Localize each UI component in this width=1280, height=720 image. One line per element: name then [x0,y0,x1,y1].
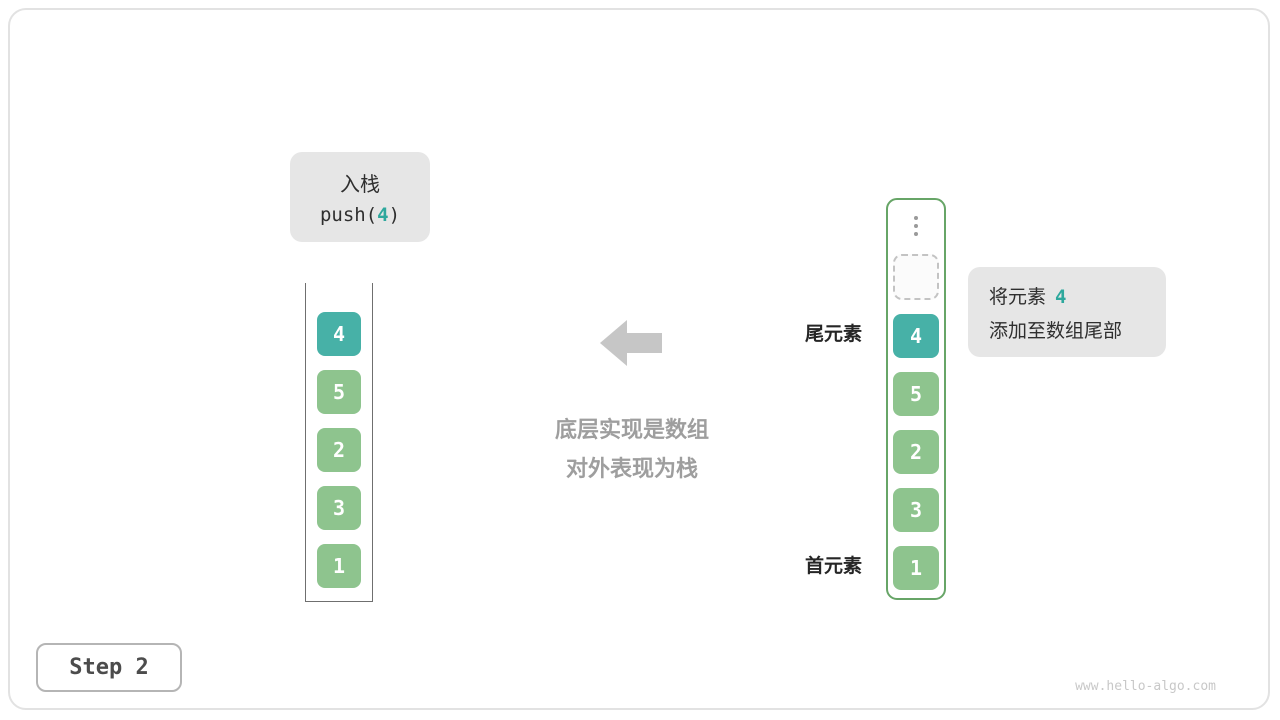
center-caption: 底层实现是数组 对外表现为栈 [495,411,769,489]
note-line-1: 将元素 4 [989,282,1166,309]
push-code: push(4) [320,204,400,226]
vertical-ellipsis-icon [914,212,918,240]
push-operation-label: 入栈 push(4) [290,152,430,242]
note-highlight-value: 4 [1055,285,1067,308]
stack-cell: 5 [317,370,361,414]
stack-cell: 2 [317,428,361,472]
arrow-head [600,320,627,366]
arrow-shaft [627,333,662,353]
diagram-card [8,8,1270,710]
array-view: 4 5 2 3 1 [886,198,946,600]
array-cell: 4 [893,314,939,358]
watermark: www.hello-algo.com [1075,679,1216,694]
stack-cell: 4 [317,312,361,356]
push-title: 入栈 [340,172,380,196]
push-code-arg: 4 [377,204,389,226]
caption-line-1: 底层实现是数组 [554,418,709,443]
note-line-1-text: 将元素 [989,285,1047,308]
push-code-suffix: ) [388,204,401,226]
array-cell: 2 [893,430,939,474]
note-box: 将元素 4 添加至数组尾部 [968,267,1166,357]
array-cell: 5 [893,372,939,416]
note-line-2: 添加至数组尾部 [989,319,1123,342]
array-cell: 3 [893,488,939,532]
step-badge: Step 2 [36,643,182,692]
stack-cell: 1 [317,544,361,588]
caption-line-2: 对外表现为栈 [565,457,698,482]
push-code-prefix: push( [319,204,378,226]
stack-cell: 3 [317,486,361,530]
head-element-label: 首元素 [804,555,862,577]
tail-element-label: 尾元素 [804,323,862,345]
array-cell: 1 [893,546,939,590]
arrow-left-icon [600,320,662,366]
stack-view: 4 5 2 3 1 [305,283,373,602]
empty-array-slot [893,254,939,300]
